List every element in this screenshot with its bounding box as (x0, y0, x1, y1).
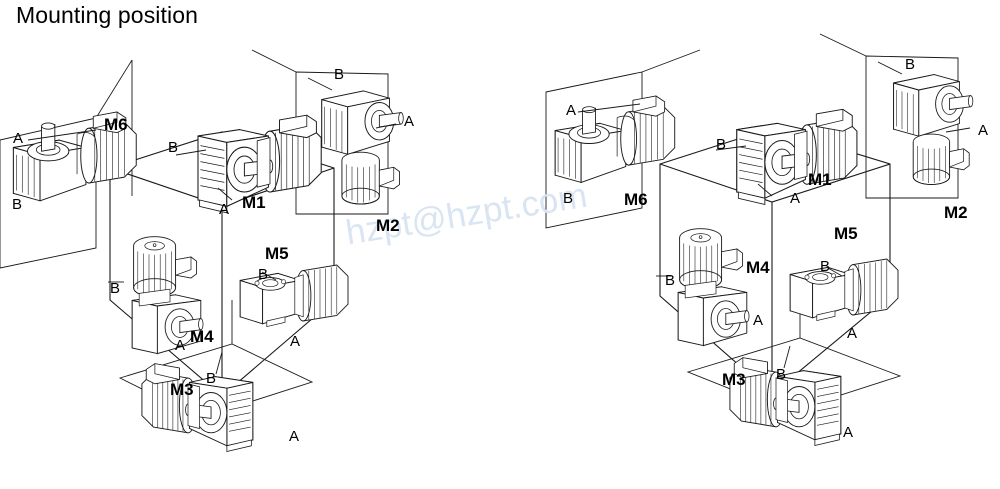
shaft-label-b-m4-left: B (110, 280, 121, 297)
shaft-label-b-m1-right: B (716, 136, 727, 153)
position-label-m1-right: M1 (808, 170, 832, 189)
leader-lines-right (577, 61, 971, 369)
shaft-label-b-m6-left: B (12, 196, 23, 213)
position-label-m6-left: M6 (104, 115, 128, 134)
shaft-label-b-m4-right: B (665, 272, 676, 289)
shaft-label-b-m3-left: B (206, 370, 217, 387)
gearmotor-m5-left (239, 264, 349, 328)
position-label-m2-right: M2 (944, 203, 968, 222)
shaft-label-a-m4-right: A (753, 312, 764, 329)
shaft-label-a-m2-left: A (404, 113, 415, 130)
shaft-label-b-m3-right: B (776, 366, 787, 383)
shaft-label-a-m4-left: A (175, 337, 186, 354)
shaft-label-b-m2-left: B (334, 66, 345, 83)
shaft-label-a-m2-right: A (978, 122, 989, 139)
mounting-position-diagram-right (545, 33, 974, 446)
position-label-m3-right: M3 (722, 370, 746, 389)
leader-lines-left (27, 77, 397, 375)
mounting-position-diagram-left (0, 49, 404, 452)
shaft-label-a-m1-right: A (790, 190, 801, 207)
shaft-label-a-m1-left: A (219, 201, 230, 218)
shaft-label-a-m6-right: A (566, 102, 577, 119)
gearmotor-m3-left (141, 363, 254, 452)
position-label-m3-left: M3 (170, 380, 194, 399)
shaft-label-a-m3-right: A (843, 424, 854, 441)
position-label-m4-left: M4 (190, 327, 214, 346)
shaft-label-a-m6-left: A (13, 130, 24, 147)
position-label-m4-right: M4 (746, 258, 770, 277)
gearmotor-m4-right (677, 228, 750, 347)
shaft-label-a-m5-right: A (847, 325, 858, 342)
page-title: Mounting position (16, 2, 198, 28)
position-label-m1-left: M1 (242, 193, 266, 212)
gearmotor-m5-right (789, 258, 899, 322)
shaft-label-a-m5-left: A (290, 333, 301, 350)
position-label-m5-left: M5 (265, 244, 289, 263)
shaft-label-b-m1-left: B (168, 139, 179, 156)
shaft-label-b-m5-left: B (258, 266, 269, 283)
position-label-m2-left: M2 (376, 216, 400, 235)
position-label-m6-right: M6 (624, 190, 648, 209)
shaft-label-b-m2-right: B (905, 56, 916, 73)
shaft-label-b-m5-right: B (820, 258, 831, 275)
position-label-m5-right: M5 (834, 224, 858, 243)
shaft-label-b-m6-right: B (563, 190, 574, 207)
shaft-label-a-m3-left: A (289, 428, 300, 445)
